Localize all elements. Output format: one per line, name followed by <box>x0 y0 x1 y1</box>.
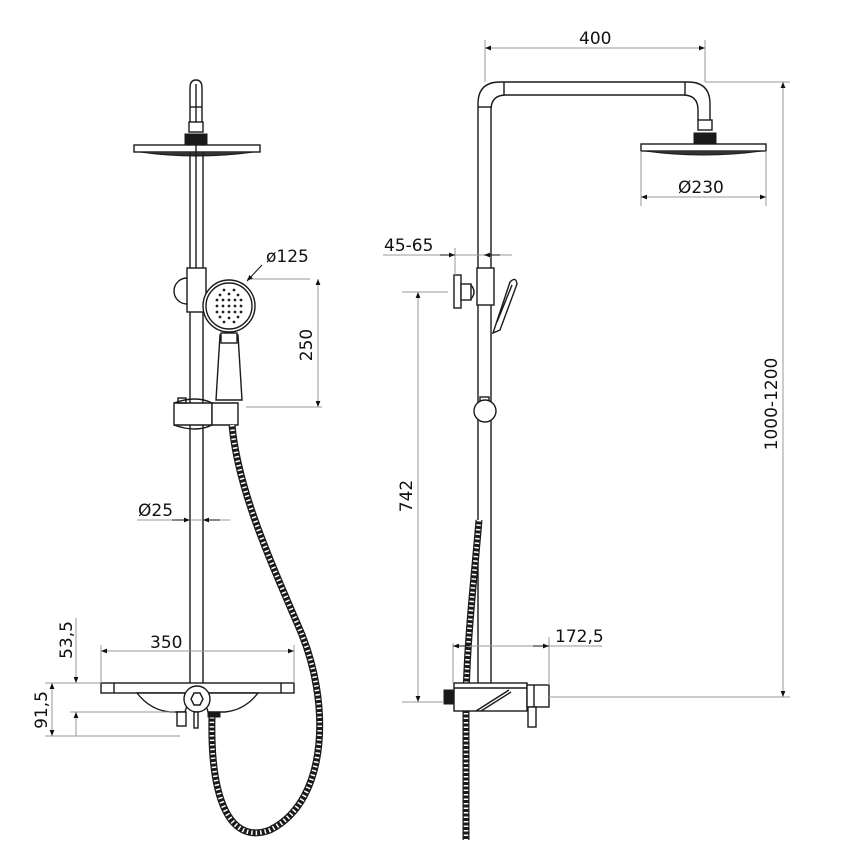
dim-hand-shower-height: 250 <box>297 329 317 361</box>
slider-side <box>473 396 497 423</box>
dim-arm-length: 400 <box>579 29 611 49</box>
side-view <box>443 81 767 840</box>
hand-shower-front <box>202 279 256 401</box>
front-view <box>100 79 324 837</box>
slider-front <box>173 397 239 430</box>
head-shower-front <box>133 144 261 157</box>
shelf-front <box>100 682 295 729</box>
dim-mixer-projection: 172,5 <box>555 627 604 647</box>
head-shower-connector-front <box>184 79 208 145</box>
hose-side <box>462 519 483 840</box>
upper-bracket-front <box>173 267 207 313</box>
dim-total-height: 1000-1200 <box>762 358 782 451</box>
front-dimensions: ø125 250 Ø25 350 53,5 91,5 <box>32 247 322 737</box>
column-and-arm-side <box>477 81 717 683</box>
dim-shelf-width: 350 <box>150 633 182 653</box>
side-dimensions: 400 Ø230 1000-1200 45-65 742 172,5 <box>383 29 790 703</box>
hand-shower-side <box>491 278 518 335</box>
dim-hand-shower-diameter: ø125 <box>266 247 309 267</box>
dim-head-shower-diameter: Ø230 <box>678 178 724 198</box>
dim-shelf-top-offset: 53,5 <box>57 621 77 659</box>
head-shower-side <box>640 143 767 156</box>
dim-shelf-depth: 91,5 <box>32 691 52 729</box>
dim-rail-diameter: Ø25 <box>138 501 173 521</box>
mixer-side <box>443 682 550 728</box>
dim-wall-offset: 45-65 <box>384 236 433 256</box>
wall-bracket-side <box>453 267 495 309</box>
hose-front <box>208 424 324 837</box>
dim-mixer-to-bracket: 742 <box>397 480 417 512</box>
